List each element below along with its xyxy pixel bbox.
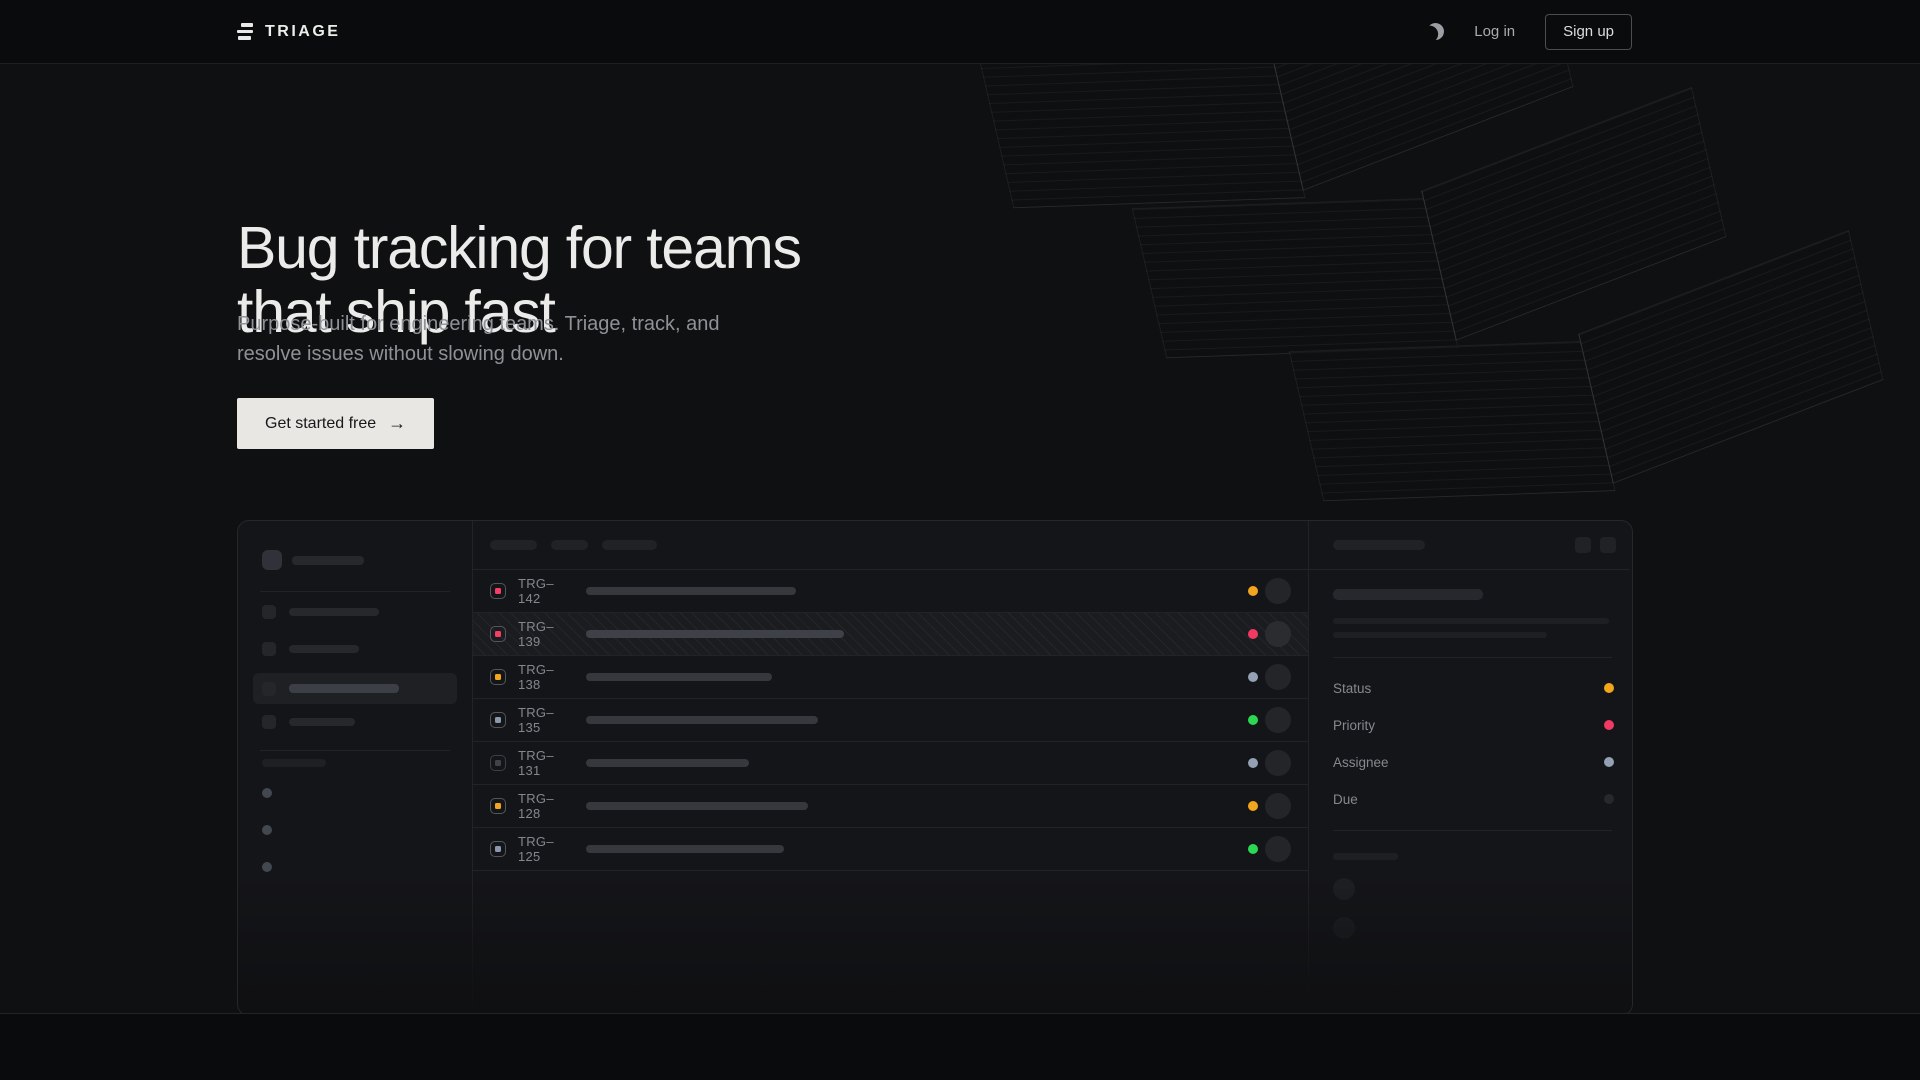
mockup-issue-row: TRG–138: [473, 656, 1308, 699]
mockup-property-row: Priority: [1333, 717, 1614, 733]
issue-id: TRG–138: [518, 662, 554, 692]
mockup-issue-row: TRG–131: [473, 742, 1308, 785]
panel-control-skeleton: [1575, 537, 1591, 553]
mockup-sidebar: [238, 521, 473, 1013]
issue-type-icon: [490, 755, 506, 771]
property-value-dot: [1604, 683, 1614, 693]
mockup-issue-row: TRG–142: [473, 570, 1308, 613]
login-link[interactable]: Log in: [1474, 23, 1516, 40]
mockup-property-row: Due: [1333, 791, 1614, 807]
theme-toggle-moon-icon[interactable]: [1425, 21, 1446, 42]
issue-title-skeleton: [586, 802, 808, 810]
issue-title-skeleton: [1333, 589, 1483, 600]
property-value-dot: [1604, 720, 1614, 730]
property-label: Due: [1333, 791, 1358, 807]
issue-type-icon: [490, 626, 506, 642]
mockup-issue-row: TRG–135: [473, 699, 1308, 742]
issue-title-skeleton: [586, 759, 749, 767]
issue-assignee-avatar: [1265, 664, 1291, 690]
issue-assignee-avatar: [1265, 836, 1291, 862]
mockup-nav-item: [262, 715, 355, 729]
issue-status-dot: [1248, 672, 1258, 682]
issue-id: TRG–131: [518, 748, 554, 778]
mockup-detail-panel: Status Priority Assignee Due: [1308, 521, 1630, 1013]
top-nav: TRIAGE Log in Sign up: [0, 0, 1920, 64]
property-label: Priority: [1333, 717, 1376, 733]
issue-title-skeleton: [586, 673, 772, 681]
issue-title-skeleton: [586, 716, 818, 724]
issue-status-dot: [1248, 844, 1258, 854]
brand[interactable]: TRIAGE: [237, 0, 340, 63]
issue-id: TRG–139: [518, 619, 554, 649]
mockup-property-row: Assignee: [1333, 754, 1614, 770]
mockup-label-dot: [262, 825, 272, 835]
mockup-nav-item: [262, 605, 379, 619]
issue-id: TRG–125: [518, 834, 554, 864]
activity-avatar-skeleton: [1333, 917, 1355, 939]
workspace-avatar: [262, 550, 282, 570]
issue-status-dot: [1248, 758, 1258, 768]
issue-id: TRG–128: [518, 791, 554, 821]
mockup-nav-item: [262, 642, 359, 656]
get-started-button[interactable]: Get started free →: [237, 398, 435, 449]
issue-type-icon: [490, 841, 506, 857]
issue-id: TRG–135: [518, 705, 554, 735]
property-value-dot: [1604, 794, 1614, 804]
issue-type-icon: [490, 798, 506, 814]
issue-type-icon: [490, 712, 506, 728]
issue-title-skeleton: [586, 630, 844, 638]
mockup-issue-row: TRG–128: [473, 785, 1308, 828]
issue-status-dot: [1248, 629, 1258, 639]
issue-status-dot: [1248, 801, 1258, 811]
app-mockup: TRG–142 TRG–139 TRG–138 TRG–135 TRG–131 …: [237, 520, 1633, 1013]
mockup-detail-header: [1309, 521, 1630, 570]
brand-name: TRIAGE: [265, 22, 341, 40]
triage-logo-icon: [237, 23, 254, 40]
mockup-section-label-skeleton: [262, 759, 326, 767]
issue-assignee-avatar: [1265, 578, 1291, 604]
issue-assignee-avatar: [1265, 621, 1291, 647]
issue-type-icon: [490, 583, 506, 599]
footer-band: [0, 1014, 1920, 1080]
issue-assignee-avatar: [1265, 793, 1291, 819]
hero-subtitle: Purpose-built for engineering teams. Tri…: [237, 313, 720, 365]
signup-button[interactable]: Sign up: [1545, 13, 1632, 50]
mockup-label-dot: [262, 788, 272, 798]
mockup-list-toolbar: [473, 521, 1308, 570]
panel-control-skeleton: [1600, 537, 1616, 553]
mockup-nav-item-active: [253, 673, 457, 704]
activity-avatar-skeleton: [1333, 878, 1355, 900]
issue-title-skeleton: [586, 845, 784, 853]
issue-status-dot: [1248, 586, 1258, 596]
property-label: Assignee: [1333, 754, 1389, 770]
property-value-dot: [1604, 757, 1614, 767]
mockup-property-row: Status: [1333, 680, 1614, 696]
issue-assignee-avatar: [1265, 707, 1291, 733]
issue-type-icon: [490, 669, 506, 685]
mockup-issue-list: TRG–142 TRG–139 TRG–138 TRG–135 TRG–131 …: [473, 521, 1308, 1013]
mockup-issue-row: TRG–139: [473, 613, 1308, 656]
nav-actions: Log in Sign up: [1427, 0, 1632, 63]
arrow-right-icon: →: [388, 413, 407, 433]
issue-status-dot: [1248, 715, 1258, 725]
issue-title-skeleton: [586, 587, 796, 595]
mockup-workspace-row: [262, 550, 364, 570]
issue-id: TRG–142: [518, 576, 554, 606]
issue-assignee-avatar: [1265, 750, 1291, 776]
property-label: Status: [1333, 680, 1372, 696]
mockup-label-dot: [262, 862, 272, 872]
mockup-issue-row: TRG–125: [473, 828, 1308, 871]
